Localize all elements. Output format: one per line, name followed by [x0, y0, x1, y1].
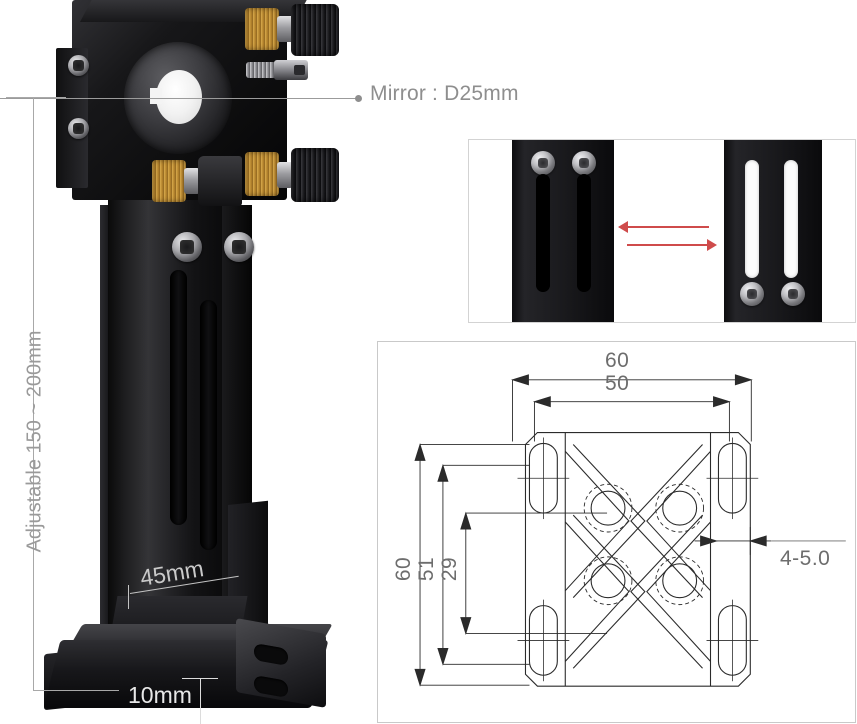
base-thickness-line	[200, 678, 201, 724]
brass-knob	[245, 152, 279, 196]
adjustable-dimension-line	[33, 97, 34, 691]
bracket-slot	[577, 174, 591, 292]
adjustable-label: Adjustable 150 ~ 200mm	[23, 330, 46, 553]
plate-outline	[524, 431, 751, 687]
dim-label-height-51: 51	[415, 556, 439, 582]
dim-label-width-60: 60	[605, 349, 630, 372]
slide-arrow-left-shaft	[627, 226, 709, 228]
mirror-label: Mirror : D25mm	[370, 82, 519, 105]
adjustable-tick-top	[6, 97, 66, 98]
rib-right-lower	[630, 514, 711, 669]
base-plate-drawing	[414, 374, 846, 687]
rib-left-lower	[564, 514, 646, 669]
screw-icon	[68, 118, 89, 139]
knob-shaft	[184, 168, 200, 194]
black-adjust-knob	[291, 148, 339, 202]
post-slot-right	[200, 300, 217, 550]
black-adjust-knob	[291, 4, 339, 56]
rib-right	[630, 444, 711, 599]
base-thickness-label: 10mm	[128, 682, 192, 708]
bracket-screw-icon	[740, 282, 764, 306]
bracket-slot	[745, 160, 759, 278]
dim-label-height-29: 29	[438, 556, 462, 582]
black-adjust-knob	[198, 156, 242, 206]
center-hole-br	[662, 563, 698, 599]
slide-adjust-panel	[468, 139, 856, 323]
rib-left	[564, 444, 646, 599]
center-hole-tr	[662, 490, 698, 526]
bracket-slot	[536, 174, 550, 292]
width-dimension-tick	[128, 585, 129, 609]
spring	[246, 62, 276, 78]
brass-knob	[152, 160, 186, 202]
mirror-surface	[156, 70, 202, 124]
center-hole-tl	[590, 490, 626, 526]
screw-icon	[68, 55, 89, 76]
dim-label-height-60: 60	[392, 556, 416, 582]
mirror-leader-dot	[355, 95, 362, 102]
slide-arrow-right-shaft	[627, 244, 709, 246]
adjustable-tick-bottom	[33, 690, 119, 691]
bracket-slot	[784, 160, 798, 278]
arrow-right-icon	[707, 239, 717, 251]
bracket-screw-icon	[531, 151, 555, 175]
dim-label-hole-callout: 4-5.0	[780, 547, 831, 570]
knob-shaft	[277, 16, 295, 42]
brass-knob	[245, 8, 279, 50]
socket-screw-icon	[172, 232, 202, 262]
dim-label-width-50: 50	[605, 372, 630, 395]
arrow-left-icon	[618, 221, 628, 233]
socket-screw-icon	[224, 232, 254, 262]
mirror-leader-line	[0, 98, 358, 99]
cad-drawing-panel: 60 50 60 51 29 4-5.0	[377, 341, 856, 723]
bracket-screw-icon	[572, 151, 596, 175]
mirror-notch	[150, 88, 162, 104]
bracket-screw-icon	[781, 282, 805, 306]
center-hole-bl	[590, 563, 626, 599]
post-slot-left	[170, 270, 187, 525]
set-screw-icon	[274, 60, 308, 80]
bracket-right	[724, 140, 822, 322]
knob-shaft	[277, 162, 293, 188]
bracket-left	[512, 140, 614, 322]
product-photo: Mirror : D25mm Adjustable 150 ~ 200mm 45…	[0, 0, 518, 724]
